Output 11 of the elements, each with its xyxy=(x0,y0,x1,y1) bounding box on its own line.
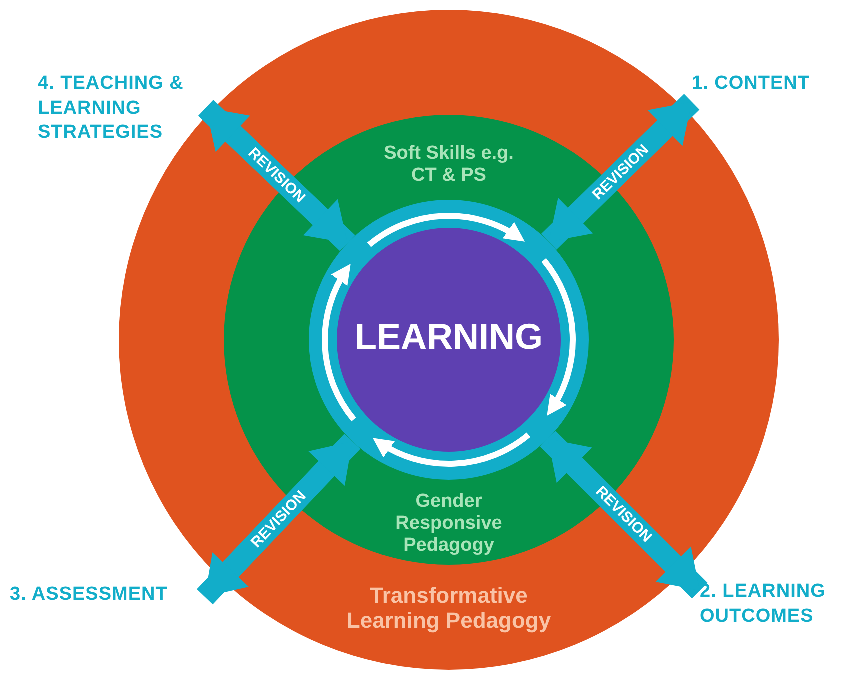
stage-label: 3. ASSESSMENT xyxy=(10,583,205,611)
double-arrow xyxy=(540,431,708,599)
double-arrow xyxy=(198,100,356,252)
double-arrow xyxy=(541,94,700,250)
circle-label: Soft Skills e.g. CT & PS xyxy=(383,143,515,187)
circle-label: Transformative Learning Pedagogy xyxy=(346,583,552,634)
circle-label: Gender Responsive Pedagogy xyxy=(394,491,504,557)
double-arrow xyxy=(197,434,361,605)
stage-label: 1. CONTENT xyxy=(692,72,842,102)
stage-label: 4. TEACHING & LEARNING STRATEGIES xyxy=(38,72,206,152)
circle-label: LEARNING xyxy=(354,316,544,358)
